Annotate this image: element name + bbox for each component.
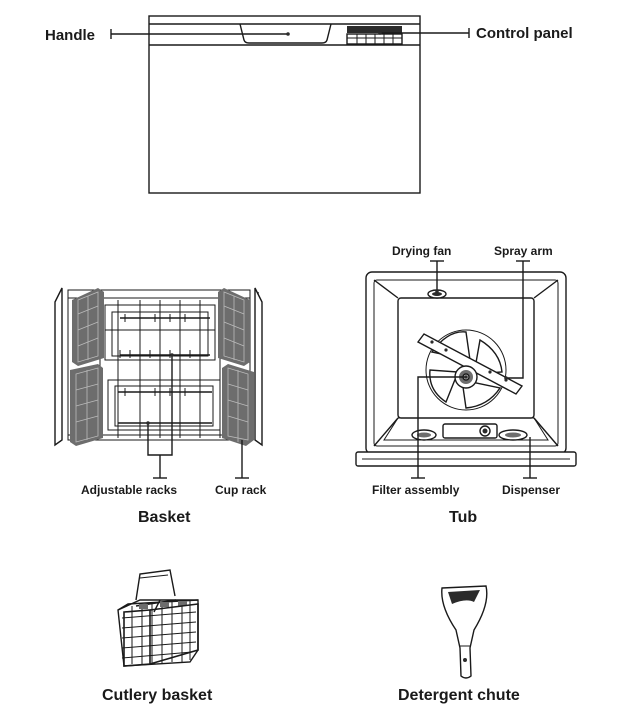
filter-assembly-label: Filter assembly — [372, 483, 460, 497]
basket-title: Basket — [138, 509, 191, 526]
cup-rack-right-lower — [222, 364, 254, 446]
tub-title: Tub — [449, 509, 477, 526]
control-panel-display — [346, 26, 403, 45]
detergent-chute-title: Detergent chute — [398, 687, 520, 704]
drying-fan-label: Drying fan — [392, 244, 451, 258]
basket-illustration: Adjustable racks Cup rack Basket — [54, 287, 267, 526]
cup-rack-label: Cup rack — [215, 483, 267, 497]
dispenser-label: Dispenser — [502, 483, 560, 497]
cup-rack-right-upper — [218, 288, 250, 366]
spray-arm — [416, 329, 524, 411]
dishwasher-front: Handle Control panel — [45, 15, 573, 194]
spray-arm-label: Spray arm — [494, 244, 553, 258]
cutlery-basket-title: Cutlery basket — [102, 687, 213, 704]
adjustable-racks-label: Adjustable racks — [81, 483, 177, 497]
cutlery-basket-illustration: Cutlery basket — [102, 569, 213, 704]
dispenser — [498, 429, 528, 441]
filter-assembly-leader — [417, 376, 466, 478]
handle-recess — [239, 23, 332, 44]
cup-rack-left-upper — [72, 288, 104, 366]
adjustable-rack-upper — [119, 314, 210, 358]
spray-arm-leader — [506, 261, 524, 379]
handle-label: Handle — [45, 27, 95, 44]
cup-rack-left-lower — [70, 364, 103, 446]
control-panel-label: Control panel — [476, 25, 573, 42]
tub-illustration: Drying fan Spray arm Filter assembly Dis… — [355, 244, 577, 526]
detergent-chute-illustration: Detergent chute — [398, 585, 520, 704]
adjustable-rack-lower — [118, 388, 212, 424]
